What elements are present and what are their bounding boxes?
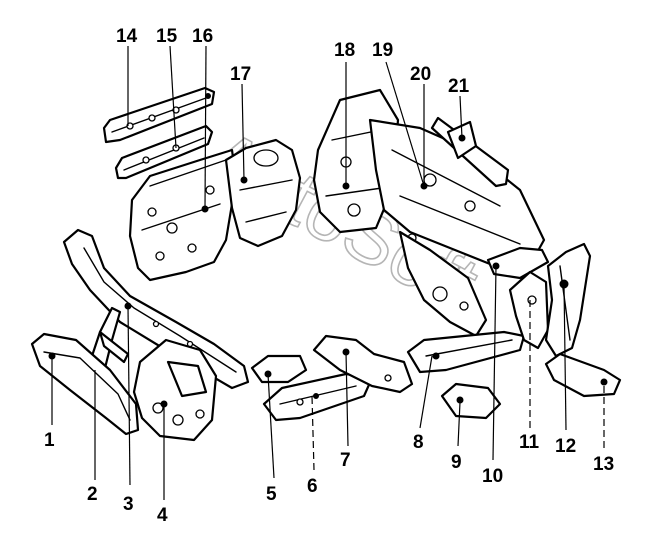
part-19-bulkhead xyxy=(368,118,546,270)
callout-21: 21 xyxy=(448,76,470,97)
callout-1: 1 xyxy=(44,430,55,451)
callout-20: 20 xyxy=(410,64,431,85)
part-16-left-inner-panel xyxy=(128,148,238,282)
callout-12: 12 xyxy=(555,436,576,457)
callout-13: 13 xyxy=(593,454,614,475)
part-13-rear-mount xyxy=(544,352,622,398)
part-15-lower-strip xyxy=(114,124,214,180)
callout-5: 5 xyxy=(266,484,277,505)
callout-16: 16 xyxy=(192,26,213,47)
part-9-mount-block xyxy=(440,382,502,420)
callout-18: 18 xyxy=(334,40,355,61)
part-1-left-front-rail xyxy=(30,332,140,436)
callout-8: 8 xyxy=(413,432,424,453)
callout-4: 4 xyxy=(157,505,168,526)
part-6-rail-extension xyxy=(262,372,374,422)
part-12-a-pillar xyxy=(544,242,592,358)
leader-lines xyxy=(51,45,605,500)
callout-15: 15 xyxy=(156,26,178,47)
part-3-front-crossmember xyxy=(62,228,250,390)
callout-10: 10 xyxy=(482,466,503,487)
callout-labels: 1 2 3 4 5 6 7 8 9 10 11 12 13 14 15 16 1… xyxy=(44,26,614,526)
callout-2: 2 xyxy=(87,484,98,505)
part-4-headlamp-panel xyxy=(132,338,218,442)
callout-7: 7 xyxy=(340,450,351,471)
callout-11: 11 xyxy=(519,432,540,453)
callout-6: 6 xyxy=(307,476,318,497)
part-14-upper-strip xyxy=(102,86,216,144)
callout-14: 14 xyxy=(116,26,138,47)
part-5-small-bracket xyxy=(250,354,308,384)
callout-9: 9 xyxy=(451,452,462,473)
callout-19: 19 xyxy=(372,40,393,61)
callout-17: 17 xyxy=(230,64,251,85)
callout-3: 3 xyxy=(123,494,134,515)
part-17-shock-tower xyxy=(224,138,302,248)
part-8-floor-rail xyxy=(406,330,526,374)
